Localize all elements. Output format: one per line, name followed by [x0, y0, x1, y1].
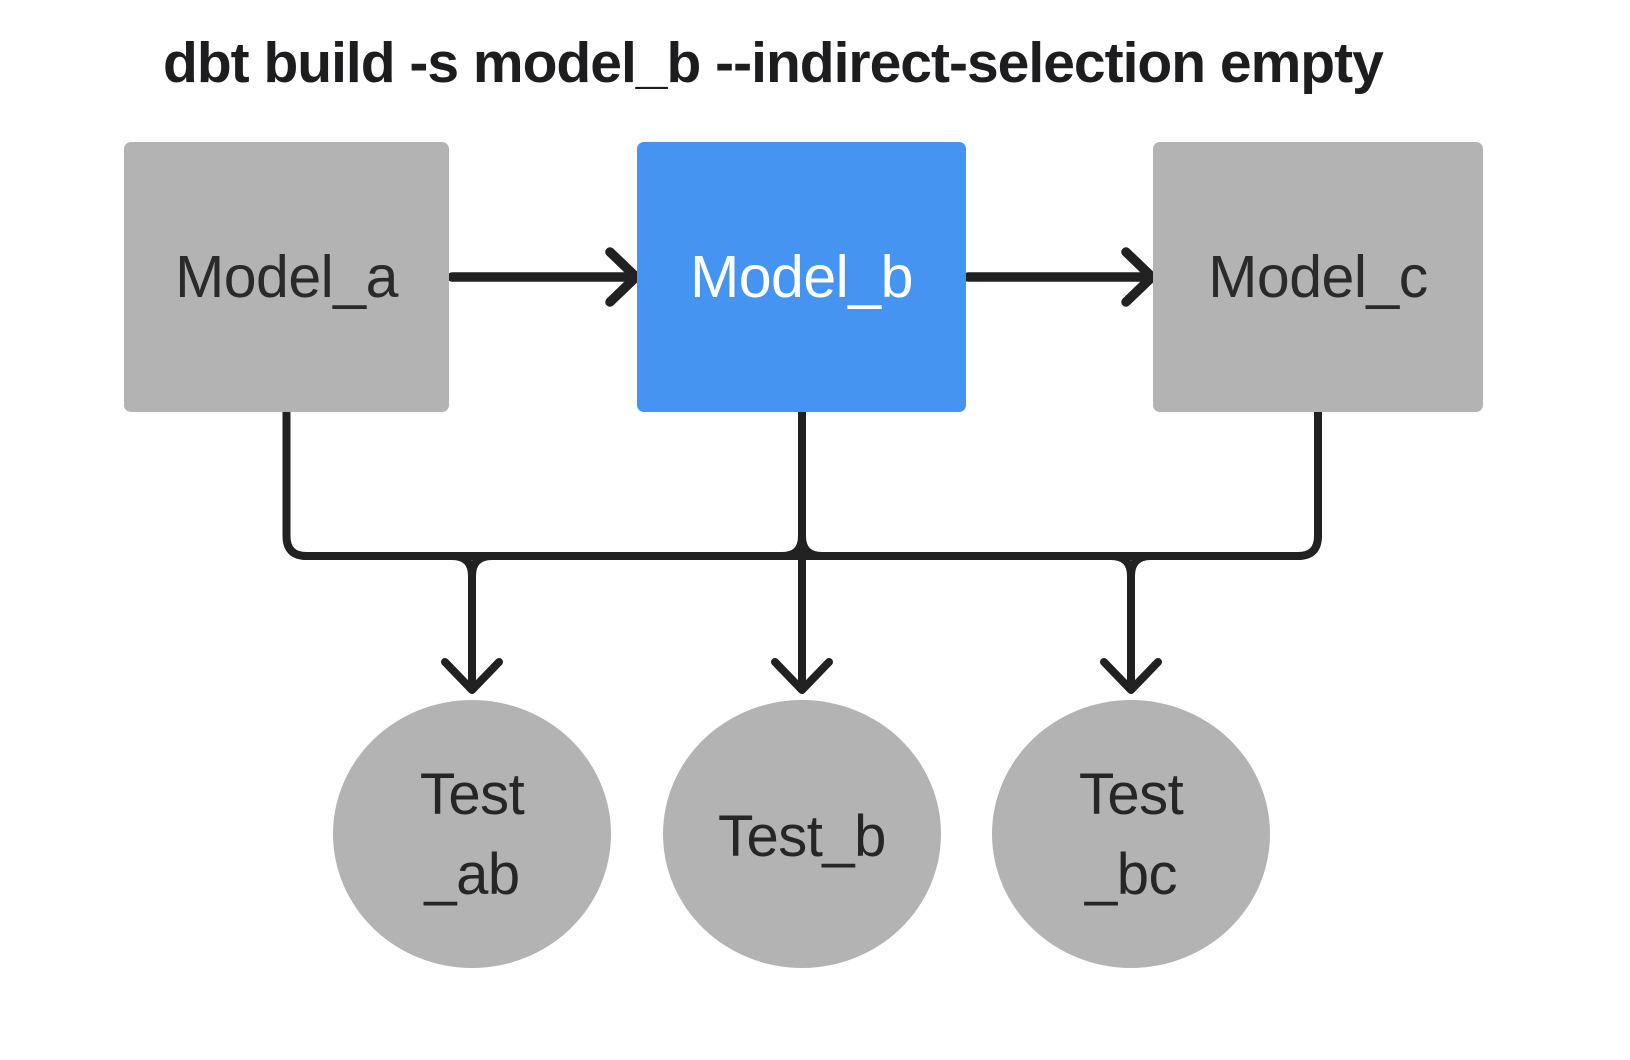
- edge-branch-to-test-bc: [1100, 552, 1162, 694]
- node-model-c-label: Model_c: [1208, 244, 1428, 310]
- node-model-a-label: Model_a: [175, 244, 399, 310]
- diagram-title-command: dbt build -s model_b --indirect-selectio…: [163, 31, 1384, 95]
- node-model-c: Model_c: [1153, 142, 1483, 412]
- node-model-a-box: [124, 142, 449, 412]
- node-test-ab-label-line2: _ab: [423, 842, 519, 907]
- node-model-b-selected: Model_b: [637, 142, 966, 412]
- node-test-bc: Test _bc: [992, 700, 1270, 968]
- node-test-ab-circle: [333, 700, 611, 968]
- node-model-b-label: Model_b: [690, 244, 913, 310]
- arrowhead-right-icon: [1121, 247, 1157, 307]
- node-model-a: Model_a: [124, 142, 449, 412]
- node-test-b-circle: [663, 700, 941, 968]
- node-model-c-box: [1153, 142, 1483, 412]
- node-test-bc-label-line1: Test: [1079, 762, 1184, 827]
- arrowhead-down-icon: [771, 658, 833, 694]
- edge-branch-line: [778, 408, 826, 690]
- edge-branch-to-test-ab: [441, 552, 503, 694]
- arrowhead-down-icon: [441, 658, 503, 694]
- node-test-b-label: Test_b: [718, 804, 886, 869]
- node-test-bc-label-line2: _bc: [1084, 842, 1177, 907]
- edge-model-b-to-test-b: [771, 408, 833, 694]
- node-test-bc-circle: [992, 700, 1270, 968]
- node-model-b-box: [637, 142, 966, 412]
- edge-branch-line: [1107, 552, 1155, 690]
- node-test-ab-label-line1: Test: [420, 762, 525, 827]
- node-test-ab: Test _ab: [333, 700, 611, 968]
- arrowhead-down-icon: [1100, 658, 1162, 694]
- node-test-b: Test_b: [663, 700, 941, 968]
- arrowhead-right-icon: [605, 247, 641, 307]
- edge-model-b-to-model-c: [963, 247, 1157, 307]
- edge-model-a-to-model-b: [447, 247, 641, 307]
- edge-branch-line: [448, 552, 496, 690]
